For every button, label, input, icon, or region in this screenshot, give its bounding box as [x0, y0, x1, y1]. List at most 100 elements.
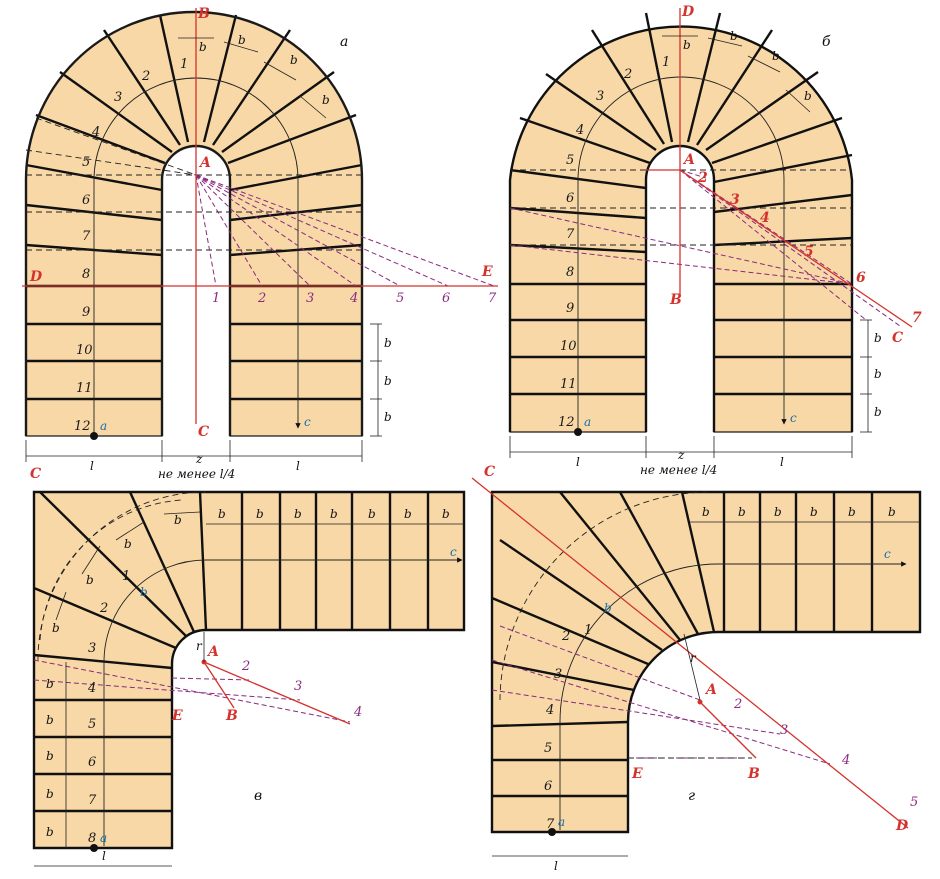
panel-b-start-label: a — [584, 415, 591, 429]
panel-v-b-5: b — [368, 507, 376, 521]
panel-a-proj-3: 3 — [306, 291, 314, 306]
panel-a-step-1: 1 — [180, 57, 188, 72]
panel-g-point-e: E — [631, 766, 643, 782]
panel-v-start-label: a — [100, 831, 107, 845]
panel-v-dim-l: l — [102, 849, 106, 863]
panel-a-tread-label-7: b — [384, 410, 392, 424]
panel-v-step-3: 3 — [88, 641, 96, 656]
panel-b-end-label: c — [790, 411, 797, 425]
panel-v-b-1: b — [218, 507, 226, 521]
panel-b-step-4: 4 — [575, 123, 584, 138]
panel-b-tread-label-5: b — [874, 331, 882, 345]
panel-b-dim-z: z — [677, 448, 685, 462]
panel-b-dim-l2: l — [780, 455, 784, 469]
panel-v-tread-b: b — [140, 585, 148, 599]
panel-v-caption: в — [254, 788, 262, 804]
panel-a-proj-4: 4 — [349, 291, 358, 306]
panel-a-point-e: E — [481, 264, 493, 280]
panel-g-b-5: b — [848, 505, 856, 519]
panel-a-step-6: 6 — [82, 193, 90, 208]
panel-b-step-9: 9 — [566, 301, 574, 316]
panel-b-step-3: 3 — [596, 89, 604, 104]
panel-v-proj-2: 3 — [294, 679, 302, 694]
panel-b-step-6: 6 — [566, 191, 574, 206]
panel-b-step-5: 5 — [566, 153, 574, 168]
panel-a-tread-label-5: b — [384, 336, 392, 350]
panel-v-projection-numbers: 234 — [241, 659, 362, 720]
panel-b-proj-1: 2 — [697, 170, 708, 186]
panel-v-step-4: 4 — [87, 681, 96, 696]
panel-b-point-d: D — [681, 4, 695, 20]
panel-b-step-12: 12 — [558, 415, 575, 430]
panel-g-point-d: D — [895, 818, 909, 834]
panel-a-step-12: 12 — [74, 419, 91, 434]
panel-v-b-4: b — [330, 507, 338, 521]
panel-a-tread-label-4: b — [322, 93, 330, 107]
panel-g-step-7: 7 — [546, 817, 555, 832]
panel-a-proj-1: 1 — [212, 291, 220, 306]
panel-v-b-16: b — [46, 825, 54, 839]
panel-b-tread-label-2: b — [730, 29, 738, 43]
panel-g-step-1: 1 — [584, 623, 592, 638]
panel-a-proj-6: 6 — [442, 291, 450, 306]
panel-v-b-15: b — [46, 787, 54, 801]
panel-g-caption: г — [688, 788, 695, 804]
panel-g-proj-1: 2 — [733, 697, 742, 712]
panel-b-proj-5: 6 — [856, 270, 866, 286]
panel-b-tread-label-6: b — [874, 367, 882, 381]
panel-b-tread-label-4: b — [804, 89, 812, 103]
panel-g-proj-3: 4 — [841, 753, 850, 768]
panel-g-b-4: b — [810, 505, 818, 519]
panel-g-step-6: 6 — [544, 779, 552, 794]
panel-b-step-2: 2 — [623, 67, 632, 82]
panel-a-proj-5: 5 — [396, 291, 404, 306]
panel-b-tread-label: b — [683, 38, 691, 52]
panel-g-dim-l: l — [554, 859, 558, 873]
panel-v-step-5: 5 — [88, 717, 96, 732]
panel-v-step-2: 2 — [99, 601, 108, 616]
panel-a-note: не менее l/4 — [158, 467, 235, 481]
panel-v-step-6: 6 — [88, 755, 96, 770]
panel-v-point-c: C — [30, 466, 41, 482]
panel-a-dim-l1: l — [90, 459, 94, 473]
panel-a-point-c: C — [198, 424, 209, 440]
panel-b-step-11: 11 — [560, 377, 577, 392]
panel-a-step-5: 5 — [82, 155, 90, 170]
panel-a-caption: а — [340, 34, 348, 50]
panel-b-tread-label-3: b — [772, 49, 780, 63]
panel-b-tread-label-7: b — [874, 405, 882, 419]
panel-a-proj-2: 2 — [257, 291, 266, 306]
panel-a-tread-label-6: b — [384, 374, 392, 388]
panel-v-b-12: b — [46, 677, 54, 691]
panel-b-point-c: C — [892, 330, 903, 346]
panel-v-proj-3: 4 — [353, 705, 362, 720]
panel-g-step-5: 5 — [544, 741, 552, 756]
panel-g-radius: r — [690, 651, 697, 665]
panel-a-step-9: 9 — [82, 305, 90, 320]
panel-b-point-b: B — [669, 292, 682, 308]
panel-v-b-9: b — [124, 537, 132, 551]
panel-g-point-c: C — [484, 464, 495, 480]
panel-g-point-a: A — [704, 682, 717, 698]
panel-v-b-3: b — [294, 507, 302, 521]
panel-a-tread-label-2: b — [238, 33, 246, 47]
panel-b-step-7: 7 — [566, 227, 575, 242]
panel-g-b-2: b — [738, 505, 746, 519]
panel-v-b-13: b — [46, 713, 54, 727]
panel-b-proj-6: 7 — [912, 310, 922, 326]
panel-b-note: не менее l/4 — [640, 463, 717, 477]
panel-a-step-3: 3 — [114, 90, 122, 105]
panel-b-step-1: 1 — [662, 55, 670, 70]
panel-g-tread-b: b — [604, 601, 612, 615]
panel-b-dim-l1: l — [576, 455, 580, 469]
panel-v-step-7: 7 — [88, 793, 97, 808]
